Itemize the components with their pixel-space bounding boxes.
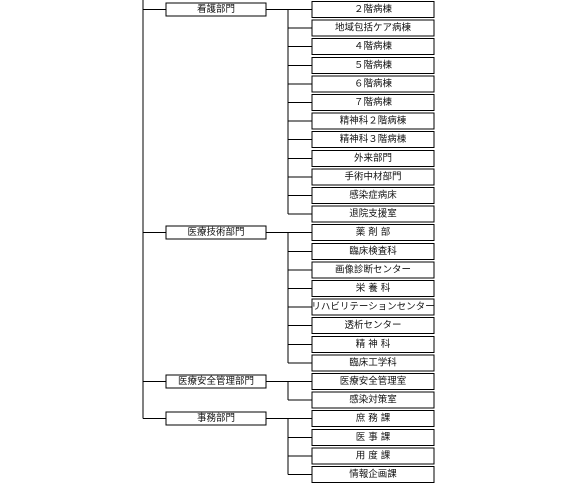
unit-box-label: 感染対策室 [349,394,397,406]
unit-box-frame [311,335,435,353]
unit-box-frame [311,168,435,186]
unit-box: 退院支援室 [311,205,435,223]
unit-box-frame [311,1,435,18]
unit-box: ６階病棟 [311,75,435,93]
unit-box-frame [311,19,435,37]
unit-box-label: 情報企画課 [349,468,397,480]
unit-box: 精神科２階病棟 [311,112,435,130]
unit-box-frame [311,280,435,297]
unit-box-label: 医 事 課 [356,431,391,443]
unit-box: ２階病棟 [311,1,435,18]
unit-box-frame [311,317,435,335]
unit-box-label: ２階病棟 [354,3,393,15]
unit-box-label: 臨床工学科 [349,356,397,368]
division-box-frame [165,225,267,240]
unit-box-frame [311,131,435,149]
unit-box: 医 事 課 [311,428,435,446]
unit-box-frame [311,38,435,56]
unit-box-label: 薬 剤 部 [356,226,391,238]
division-box-frame [165,2,267,17]
unit-box-frame [311,261,435,279]
division-box: 事務部門 [165,411,267,426]
unit-box-frame [311,224,435,242]
division-box-frame [165,374,267,389]
unit-box: 感染症病床 [311,187,435,204]
unit-box: 情報企画課 [311,466,435,483]
unit-box-label: 精神科２階病棟 [340,115,407,127]
unit-box-frame [311,447,435,465]
unit-box-label: 退院支援室 [349,208,397,220]
unit-box-label: 精神科３階病棟 [340,133,407,145]
unit-box-label: 画像診断センター [335,263,411,275]
division-box-label: 医療安全管理部門 [178,375,254,387]
unit-box: 医療安全管理室 [311,373,435,390]
unit-box-frame [311,75,435,93]
unit-box: 画像診断センター [311,261,435,279]
division-box-label: 看護部門 [197,3,235,15]
unit-box-frame [311,373,435,390]
unit-box-label: ７階病棟 [354,96,393,108]
unit-box: 臨床検査科 [311,242,435,260]
unit-box-label: リハビリテーションセンター [311,302,434,313]
unit-box-label: 医療安全管理室 [340,375,407,387]
unit-box: 感染対策室 [311,391,435,409]
unit-box: 手術中材部門 [311,168,435,186]
division-box: 医療安全管理部門 [165,374,267,389]
unit-box-frame [311,410,435,428]
unit-box-label: ６階病棟 [354,77,393,89]
unit-box-frame [311,112,435,130]
unit-box: 地域包括ケア病棟 [311,19,435,37]
unit-box-label: 精 神 科 [356,338,391,350]
unit-box-frame [311,466,435,483]
unit-box: リハビリテーションセンター [311,298,435,316]
unit-box-label: ５階病棟 [354,59,393,71]
unit-box-frame [311,205,435,223]
connector-lines [142,0,312,475]
unit-box: 精神科３階病棟 [311,131,435,149]
unit-box-label: ４階病棟 [354,40,393,52]
unit-box-frame [311,242,435,260]
unit-box-label: 臨床検査科 [349,245,397,257]
unit-box-label: 庶 務 課 [356,412,391,424]
unit-box-label: 手術中材部門 [344,170,401,182]
unit-box-frame [311,187,435,204]
unit-box: 精 神 科 [311,335,435,353]
unit-box: 臨床工学科 [311,354,435,372]
unit-box-label: 用 度 課 [356,449,391,461]
unit-box-label: 透析センター [344,319,401,331]
unit-box-label: 栄 養 科 [356,282,391,294]
unit-box-label: 感染症病床 [349,189,397,201]
unit-box-label: 外来部門 [354,152,392,164]
unit-box: 用 度 課 [311,447,435,465]
unit-box-frame [311,56,435,74]
division-box-frame [165,411,267,426]
division-box-label: 医療技術部門 [187,226,244,238]
unit-box-frame [311,428,435,446]
unit-box-frame [311,149,435,167]
unit-box: 栄 養 科 [311,280,435,297]
unit-box-frame [311,391,435,409]
unit-box: ５階病棟 [311,56,435,74]
unit-box: 外来部門 [311,149,435,167]
unit-box: 庶 務 課 [311,410,435,428]
division-box: 看護部門 [165,2,267,17]
unit-box-frame [311,94,435,111]
unit-box: 薬 剤 部 [311,224,435,242]
unit-box: 透析センター [311,317,435,335]
unit-box: ４階病棟 [311,38,435,56]
unit-box-label: 地域包括ケア病棟 [335,22,412,34]
division-box-label: 事務部門 [197,412,235,424]
unit-box-frame [311,354,435,372]
division-box: 医療技術部門 [165,225,267,240]
unit-box: ７階病棟 [311,94,435,111]
unit-box-frame [311,298,435,316]
